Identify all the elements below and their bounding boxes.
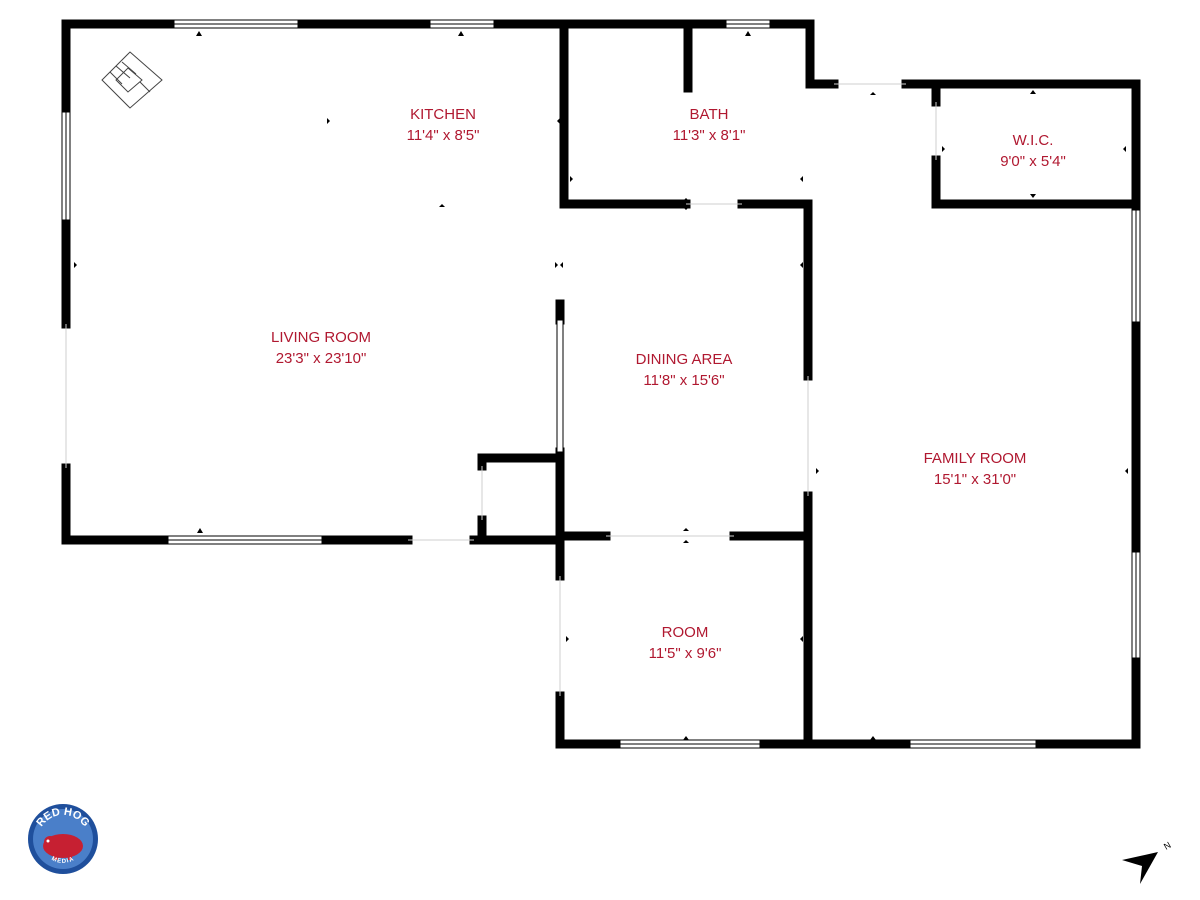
red-hog-media-logo: RED HOG MEDIA [28, 804, 98, 874]
room-name: ROOM [661, 624, 709, 641]
room-dimensions: 15'1" x 31'0" [933, 471, 1017, 488]
room-label-family-room: FAMILY ROOM 15'1" x 31'0" [924, 448, 1027, 490]
room-dimensions: 11'3" x 8'1" [672, 127, 746, 144]
room-label-living-room: LIVING ROOM 23'3" x 23'10" [271, 327, 371, 369]
north-arrow-icon: N [1122, 840, 1173, 884]
room-label-room: ROOM 11'5" x 9'6" [649, 622, 722, 664]
room-dimensions: 11'8" x 15'6" [643, 372, 725, 389]
room-label-bath: BATH 11'3" x 8'1" [673, 104, 746, 146]
window-mullions [65, 23, 1137, 745]
dimension-ticks [74, 31, 1128, 740]
room-label-wic: W.I.C. 9'0" x 5'4" [1000, 130, 1066, 172]
room-dimensions: 9'0" x 5'4" [1000, 153, 1066, 170]
room-name: BATH [689, 106, 729, 123]
room-name: LIVING ROOM [270, 329, 372, 346]
room-label-dining-area: DINING AREA 11'8" x 15'6" [636, 349, 733, 391]
room-name: FAMILY ROOM [923, 450, 1027, 467]
room-dimensions: 11'4" x 8'5" [406, 127, 480, 144]
windows [61, 19, 1141, 749]
openings [65, 83, 937, 696]
room-name: DINING AREA [635, 351, 733, 368]
room-dimensions: 11'5" x 9'6" [648, 645, 722, 662]
fireplace-icon [101, 51, 163, 109]
room-dimensions: 23'3" x 23'10" [275, 350, 367, 367]
room-label-kitchen: KITCHEN 11'4" x 8'5" [407, 104, 480, 146]
room-name: W.I.C. [1012, 132, 1054, 149]
svg-text:MEDIA: MEDIA [50, 856, 75, 865]
north-label: N [1162, 840, 1173, 852]
walls [61, 19, 1141, 749]
room-name: KITCHEN [410, 106, 476, 123]
